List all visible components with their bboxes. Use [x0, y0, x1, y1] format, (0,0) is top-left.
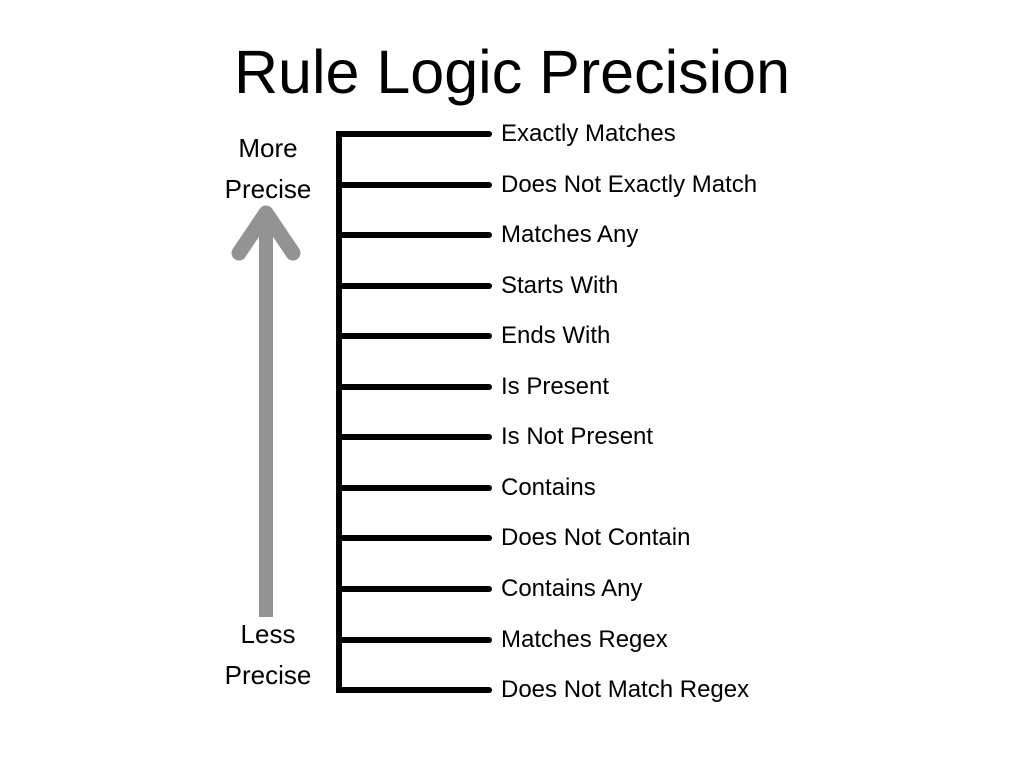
rung-line [336, 687, 492, 694]
ladder-item: Exactly Matches [336, 120, 676, 148]
ladder-item: Is Present [336, 373, 609, 401]
rung-line [336, 333, 492, 340]
ladder-item: Matches Any [336, 221, 638, 249]
ladder-item: Does Not Contain [336, 524, 690, 552]
ladder-item: Ends With [336, 322, 610, 350]
rung-label: Is Not Present [501, 423, 654, 451]
rung-label: Does Not Exactly Match [501, 170, 758, 198]
less-precise-label: Less Precise [188, 614, 348, 696]
rung-label: Does Not Match Regex [501, 676, 750, 704]
less-precise-line1: Less [240, 619, 296, 649]
more-precise-label: More Precise [188, 128, 348, 210]
rung-label: Matches Any [501, 221, 639, 249]
ladder-spine [336, 131, 342, 694]
rung-label: Starts With [501, 271, 619, 299]
diagram-title: Rule Logic Precision [233, 38, 791, 106]
rung-label: Contains Any [501, 574, 643, 602]
more-precise-line2: Precise [224, 174, 312, 204]
ladder-item: Is Not Present [336, 423, 653, 451]
ladder-item: Contains [336, 474, 596, 502]
rung-line [336, 636, 492, 643]
rung-label: Is Present [501, 372, 610, 400]
rung-label: Ends With [501, 322, 611, 350]
ladder-item: Matches Regex [336, 626, 668, 654]
ladder-item: Contains Any [336, 575, 642, 603]
rung-line [336, 383, 492, 390]
more-precise-line1: More [238, 133, 298, 163]
up-arrow-icon [231, 205, 301, 617]
ladder-item: Does Not Exactly Match [336, 171, 757, 199]
rung-line [336, 535, 492, 542]
rung-line [336, 484, 492, 491]
rung-line [336, 282, 492, 289]
rung-line [336, 232, 492, 239]
ladder-item: Starts With [336, 272, 618, 300]
rung-label: Does Not Contain [501, 524, 691, 552]
rung-label: Matches Regex [501, 625, 668, 653]
rung-label: Exactly Matches [501, 120, 676, 147]
rung-line [336, 131, 492, 137]
rung-line [336, 585, 492, 592]
rung-line [336, 434, 492, 441]
ladder-item: Does Not Match Regex [336, 676, 749, 704]
rung-label: Contains [501, 473, 596, 501]
rung-line [336, 181, 492, 188]
less-precise-line2: Precise [224, 660, 312, 690]
up-arrow-head [231, 205, 301, 261]
